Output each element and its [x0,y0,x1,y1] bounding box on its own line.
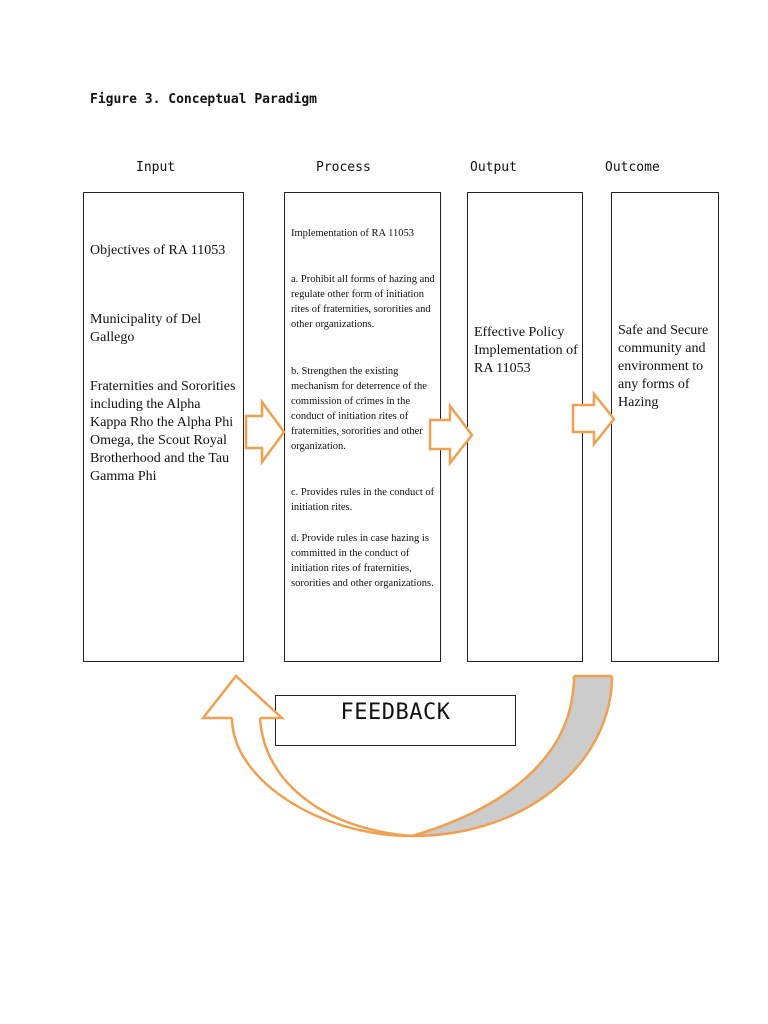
column-header-input: Input [136,160,176,175]
process-box: Implementation of RA 11053 a. Prohibit a… [284,192,441,662]
feedback-arrowhead-icon [200,674,286,720]
process-item-c: c. Provides rules in the conduct of init… [291,487,435,513]
column-header-outcome: Outcome [605,160,660,175]
figure-title: Figure 3. Conceptual Paradigm [90,92,317,107]
output-box: Effective Policy Implementation of RA 11… [467,192,583,662]
process-item-b: b. Strengthen the existing mechanism for… [291,366,427,452]
column-header-process: Process [316,160,371,175]
input-box: Objectives of RA 11053 Municipality of D… [83,192,244,662]
arrow-process-to-output-icon [428,402,474,467]
outcome-text: Safe and Secure community and environmen… [618,323,709,410]
output-text: Effective Policy Implementation of RA 11… [474,325,578,376]
feedback-label: FEEDBACK [340,700,451,725]
column-header-output: Output [470,160,517,175]
feedback-box: FEEDBACK [275,695,516,746]
process-item-a: a. Prohibit all forms of hazing and regu… [291,274,435,330]
arrow-input-to-process-icon [244,398,286,466]
input-item-fraternities: Fraternities and Sororities including th… [90,379,236,484]
arrow-output-to-outcome-icon [571,390,616,448]
process-heading: Implementation of RA 11053 [291,228,414,239]
feedback-loop-inner-curve [258,675,576,838]
input-item-objectives: Objectives of RA 11053 [90,243,226,258]
feedback-loop-shaded-band [412,676,612,836]
input-item-municipality: Municipality of Del Gallego [90,312,202,345]
process-item-d: d. Provide rules in case hazing is commi… [291,533,434,589]
outcome-box: Safe and Secure community and environmen… [611,192,719,662]
